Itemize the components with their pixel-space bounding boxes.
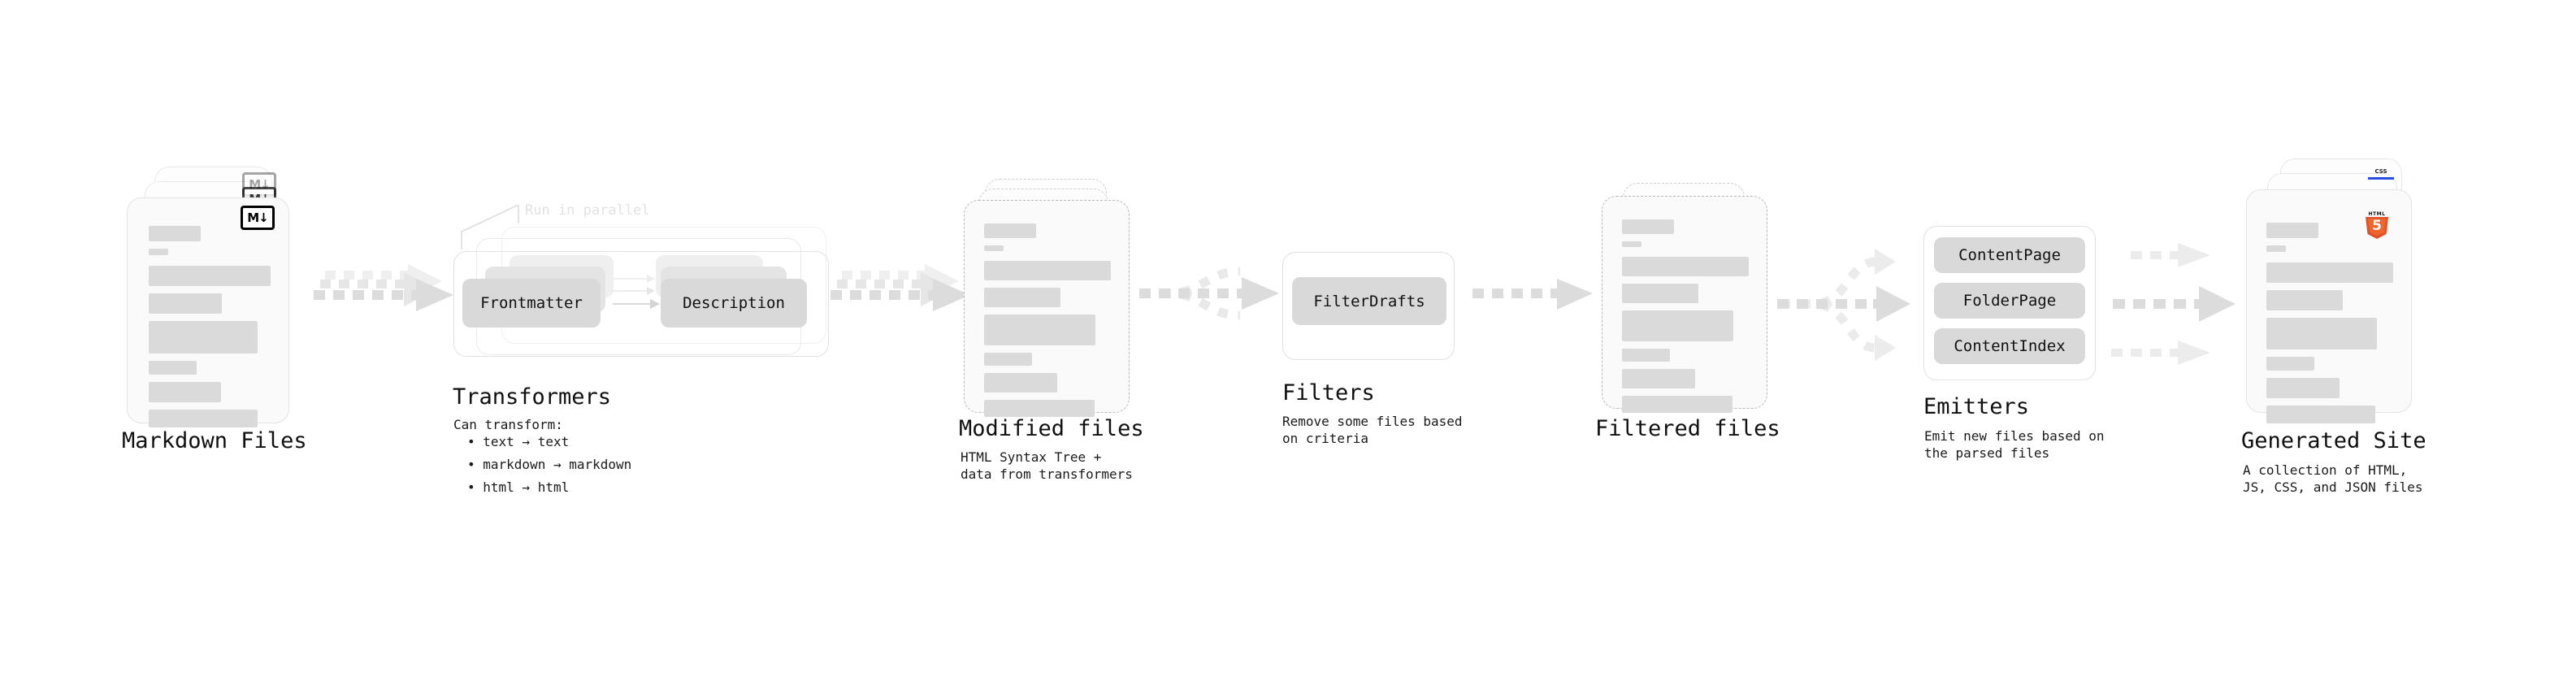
filtered-card-content xyxy=(1622,219,1749,420)
modified-card-content xyxy=(984,223,1111,424)
emitters-subtitle: Emit new files based on the parsed files xyxy=(1924,428,2105,461)
arrow-filtered-to-emitters xyxy=(1777,249,1910,361)
modified-files-title: Modified files xyxy=(959,416,1144,441)
filters-title: Filters xyxy=(1282,380,1375,406)
css-icon: CSS xyxy=(2368,169,2394,180)
transformers-bullet-2: • html → html xyxy=(467,479,570,495)
modified-card-front xyxy=(964,200,1130,417)
transformers-subtitle: Can transform: xyxy=(453,417,563,432)
modified-files-stack xyxy=(959,179,1154,439)
transformer-chip-description[interactable]: Description xyxy=(661,279,807,327)
emitters-chip-contentpage[interactable]: ContentPage xyxy=(1934,237,2085,273)
filters-subtitle: Remove some files based on criteria xyxy=(1282,414,1463,446)
markdown-files-stack: M↓ M↓ M↓ xyxy=(122,167,317,435)
markdown-files-title: Markdown Files xyxy=(122,428,307,453)
run-in-parallel-label: Run in parallel xyxy=(525,202,650,219)
arrow-transformers-to-modified xyxy=(830,264,970,311)
emitters-chip-contentindex[interactable]: ContentIndex xyxy=(1934,328,2085,364)
filtered-files-title: Filtered files xyxy=(1595,416,1780,441)
generated-site-subtitle: A collection of HTML, JS, CSS, and JSON … xyxy=(2243,462,2423,495)
arrow-modified-to-filters xyxy=(1139,267,1279,320)
transformers-group: Run in parallel x x x x Frontmatter Desc… xyxy=(439,191,829,362)
generated-site-stack: CSS HTML 5 xyxy=(2243,158,2454,435)
filtered-files-stack xyxy=(1597,183,1792,443)
filters-chip-filterdrafts[interactable]: FilterDrafts xyxy=(1292,277,1446,325)
html5-icon: HTML 5 xyxy=(2365,211,2389,239)
transformers-bullet-1: • markdown → markdown xyxy=(467,457,632,472)
emitters-title: Emitters xyxy=(1923,394,2030,419)
filters-group xyxy=(1282,252,1455,360)
arrow-filters-to-filtered xyxy=(1472,279,1593,310)
transformer-chip-frontmatter[interactable]: Frontmatter xyxy=(462,279,601,327)
transformer-inner-arrows xyxy=(613,275,660,309)
filtered-card-front xyxy=(1602,196,1767,413)
markdown-card-front xyxy=(127,197,289,427)
run-in-parallel-bracket xyxy=(461,205,519,249)
emitters-chip-folderpage[interactable]: FolderPage xyxy=(1934,283,2085,319)
generated-site-title: Generated Site xyxy=(2241,428,2426,453)
arrow-emitters-to-site xyxy=(2111,243,2236,365)
markdown-icon: M↓ xyxy=(241,206,275,230)
arrow-markdown-to-transformers xyxy=(314,264,453,311)
transformer-group-front xyxy=(453,251,829,357)
emitters-group xyxy=(1923,226,2096,380)
markdown-card-content xyxy=(149,226,271,435)
site-card-content xyxy=(2266,223,2393,431)
transformers-title: Transformers xyxy=(453,384,612,410)
modified-files-subtitle: HTML Syntax Tree + data from transformer… xyxy=(961,449,1133,482)
transformers-bullet-0: • text → text xyxy=(467,434,570,449)
